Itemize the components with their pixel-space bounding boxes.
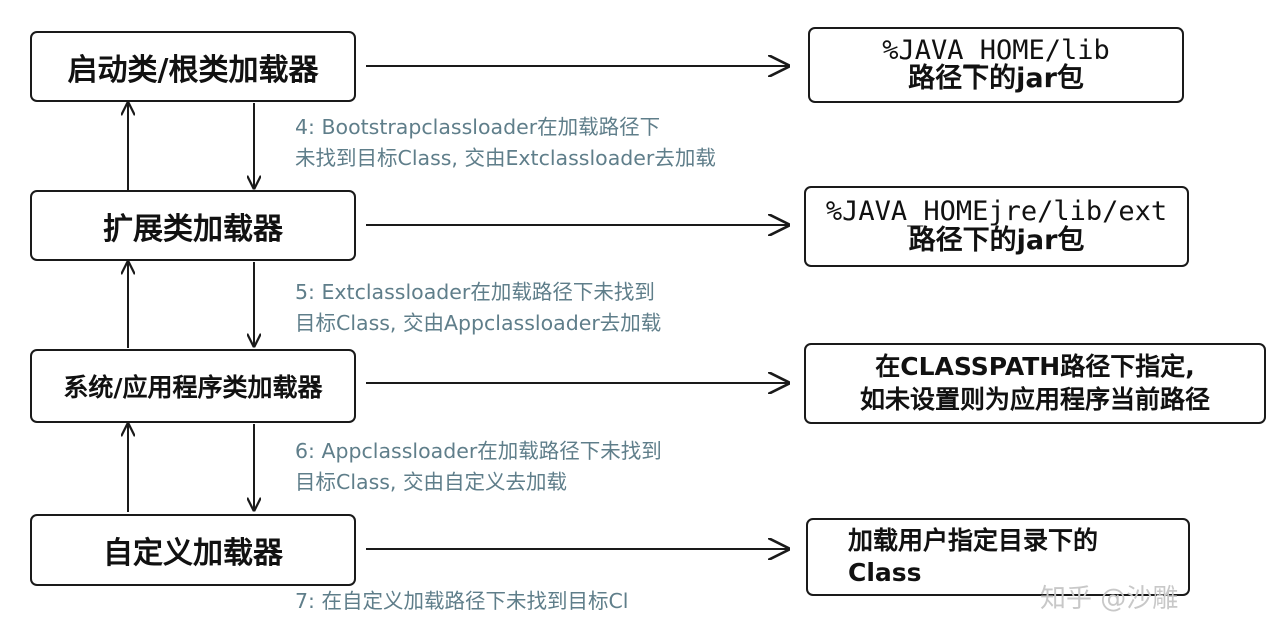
step-7-note: 7: 在自定义加载路径下未找到目标Cl	[295, 586, 628, 617]
extension-path-line2: 路径下的jar包	[908, 224, 1085, 256]
flow-arrows	[0, 0, 1276, 600]
application-path-line1: 在CLASSPATH路径下指定,	[875, 352, 1195, 381]
step-5-line2: 目标Class, 交由Appclassloader去加载	[295, 311, 662, 335]
bootstrap-path-box: %JAVA_HOME/lib 路径下的jar包	[808, 27, 1184, 103]
custom-path-box: 加载用户指定目录下的 Class	[806, 518, 1190, 596]
application-loader-box: 系统/应用程序类加载器	[30, 349, 356, 423]
step-6-note: 6: Appclassloader在加载路径下未找到 目标Class, 交由自定…	[295, 436, 662, 498]
step-6-line2: 目标Class, 交由自定义去加载	[295, 470, 567, 494]
custom-path-line2: Class	[848, 558, 922, 587]
application-loader-label: 系统/应用程序类加载器	[63, 373, 323, 402]
step-5-note: 5: Extclassloader在加载路径下未找到 目标Class, 交由Ap…	[295, 277, 661, 339]
step-4-line1: 4: Bootstrapclassloader在加载路径下	[295, 115, 661, 139]
extension-loader-label: 扩展类加载器	[103, 211, 283, 247]
extension-path-line1: %JAVA_HOMEjre/lib/ext	[825, 196, 1168, 228]
bootstrap-path-line2: 路径下的jar包	[908, 63, 1084, 94]
step-4-note: 4: Bootstrapclassloader在加载路径下 未找到目标Class…	[295, 112, 716, 174]
bootstrap-loader-label: 启动类/根类加载器	[67, 52, 319, 88]
bootstrap-loader-box: 启动类/根类加载器	[30, 31, 356, 102]
extension-loader-box: 扩展类加载器	[30, 190, 356, 261]
step-7-line1: 7: 在自定义加载路径下未找到目标Cl	[295, 589, 629, 613]
application-path-box: 在CLASSPATH路径下指定, 如未设置则为应用程序当前路径	[804, 343, 1266, 424]
application-path-line2: 如未设置则为应用程序当前路径	[859, 384, 1210, 414]
step-6-line1: 6: Appclassloader在加载路径下未找到	[295, 439, 662, 463]
step-4-line2: 未找到目标Class, 交由Extclassloader去加载	[295, 146, 716, 170]
extension-path-box: %JAVA_HOMEjre/lib/ext 路径下的jar包	[804, 186, 1189, 267]
step-5-line1: 5: Extclassloader在加载路径下未找到	[295, 280, 655, 304]
watermark: 知乎 @沙雕	[1040, 584, 1179, 614]
custom-loader-box: 自定义加载器	[30, 514, 356, 586]
custom-loader-label: 自定义加载器	[103, 536, 283, 571]
bootstrap-path-line1: %JAVA_HOME/lib	[882, 34, 1110, 66]
custom-path-line1: 加载用户指定目录下的	[848, 525, 1099, 555]
